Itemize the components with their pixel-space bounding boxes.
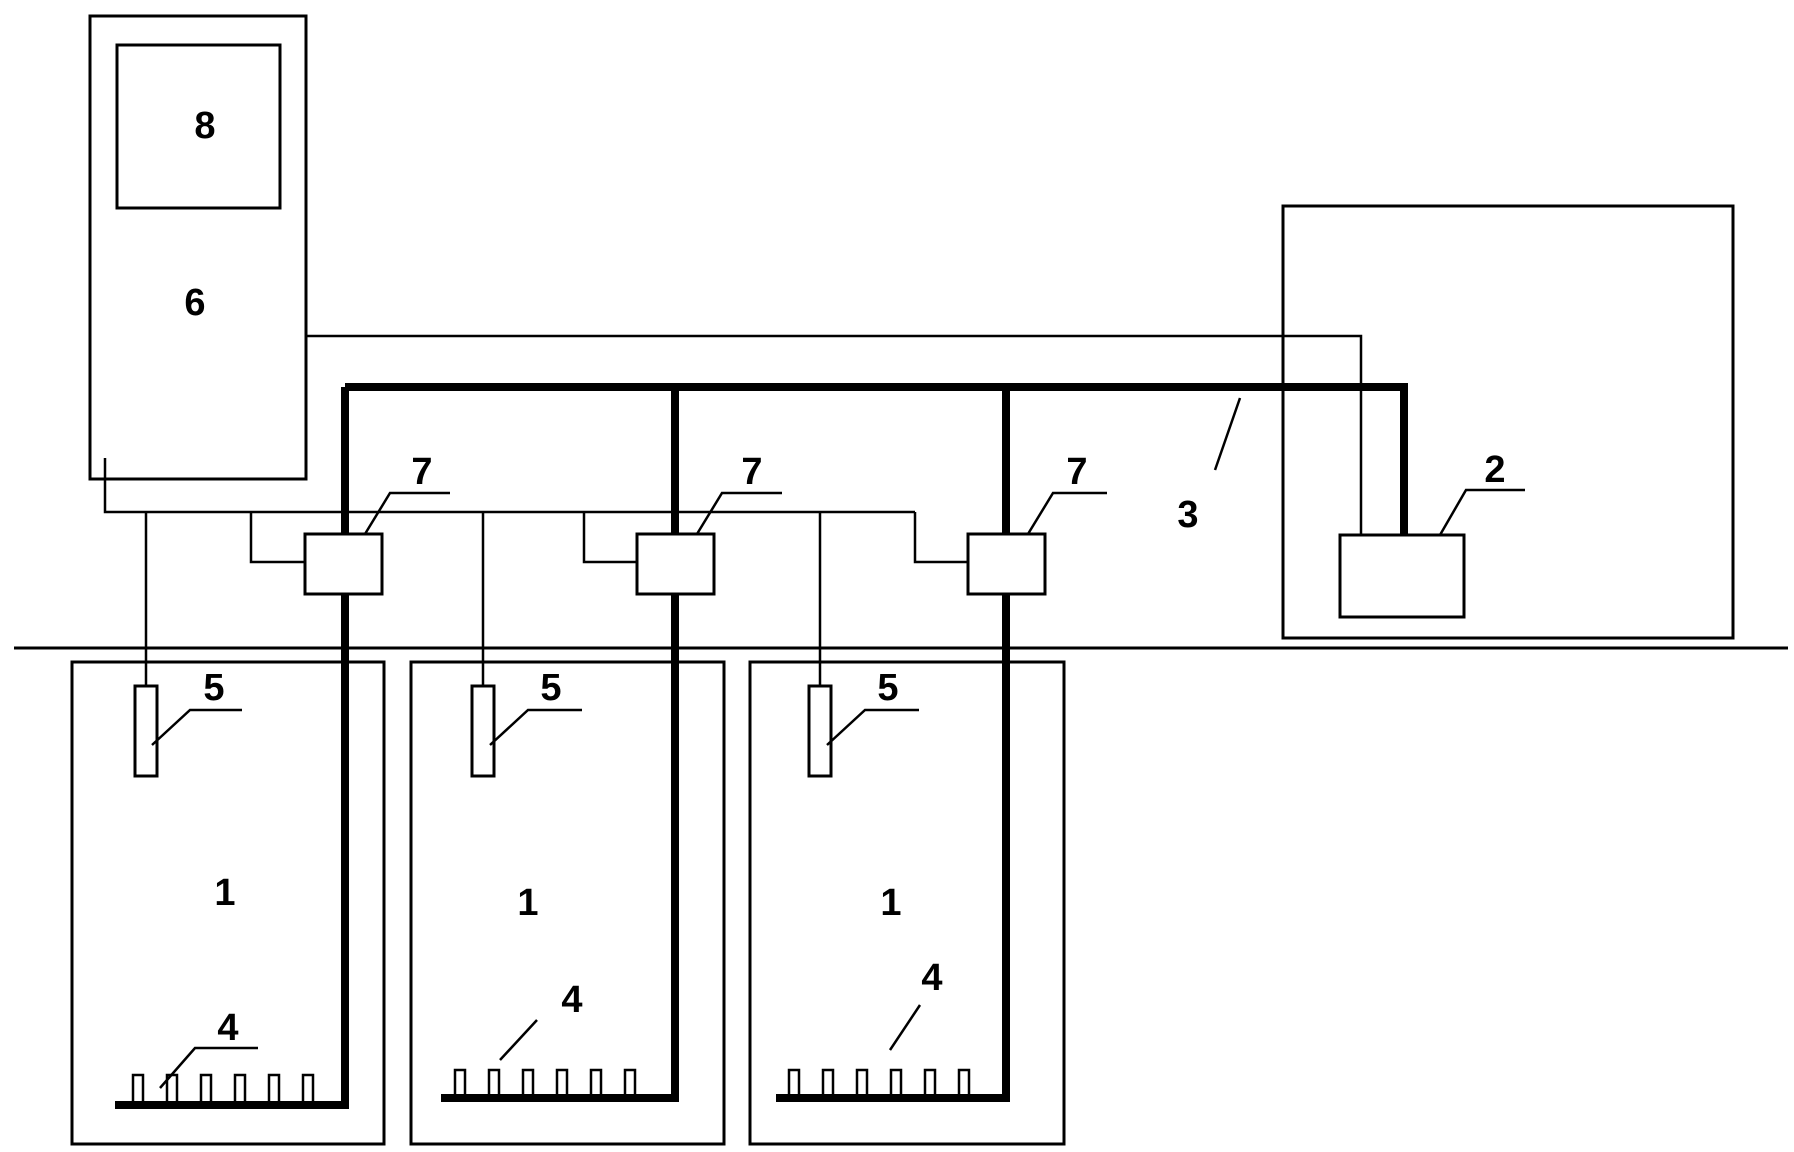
valve-leader-2: [695, 491, 782, 535]
valve-leader-1: [363, 491, 450, 535]
main-air-pipe: [345, 383, 1408, 535]
valve-leader-3: [1026, 491, 1107, 535]
valve-1: [303, 532, 384, 596]
aerator-label-1: 4: [217, 1007, 238, 1049]
valve-cable-3: [913, 512, 968, 564]
valve-label-3: 7: [1066, 451, 1087, 493]
valve-cable-2: [582, 512, 637, 564]
display-label: 8: [194, 105, 215, 147]
valve-3: [966, 532, 1047, 596]
aerator-leader-2: [499, 1019, 538, 1061]
aerator-3: [787, 1068, 971, 1098]
display-screen: [115, 43, 282, 210]
valve-label-1: 7: [411, 451, 432, 493]
pump-house: [1281, 204, 1735, 640]
air-pump: [1338, 533, 1466, 619]
aerator-label-3: 4: [921, 957, 942, 999]
valve-2: [635, 532, 716, 596]
aerator-leader-3: [888, 1004, 922, 1051]
aerator-2: [453, 1068, 637, 1098]
tank-label-2: 1: [517, 882, 538, 924]
controller-label: 6: [184, 282, 205, 324]
sensor-leader-1: [151, 708, 242, 746]
valve-cable-1: [249, 512, 305, 564]
sensor-3: [807, 684, 833, 778]
sensor-2: [470, 684, 496, 778]
aeration-tank-3: [748, 660, 1066, 1146]
aerator-label-2: 4: [561, 979, 582, 1021]
air-pump-label: 2: [1484, 449, 1505, 491]
sensor-label-2: 5: [540, 667, 561, 709]
aerator-leader-1: [159, 1046, 258, 1089]
aeration-tank-1: [70, 660, 386, 1146]
branch-pipe-3: [776, 387, 1010, 1102]
sensor-label-1: 5: [203, 667, 224, 709]
sensor-label-3: 5: [877, 667, 898, 709]
air-pipe-leader: [1213, 397, 1242, 471]
sensor-1: [133, 684, 159, 778]
tank-label-1: 1: [214, 872, 235, 914]
branch-pipe-1: [115, 387, 349, 1109]
valve-label-2: 7: [741, 451, 762, 493]
tank-label-3: 1: [880, 882, 901, 924]
branch-pipe-2: [441, 387, 679, 1102]
air-pipe-label: 3: [1177, 494, 1198, 536]
pump-control-cable: [306, 334, 1363, 535]
sensor-leader-2: [489, 708, 582, 746]
signal-bus: [103, 458, 915, 514]
sensor-leader-3: [826, 708, 919, 746]
air-pump-leader: [1438, 488, 1525, 536]
